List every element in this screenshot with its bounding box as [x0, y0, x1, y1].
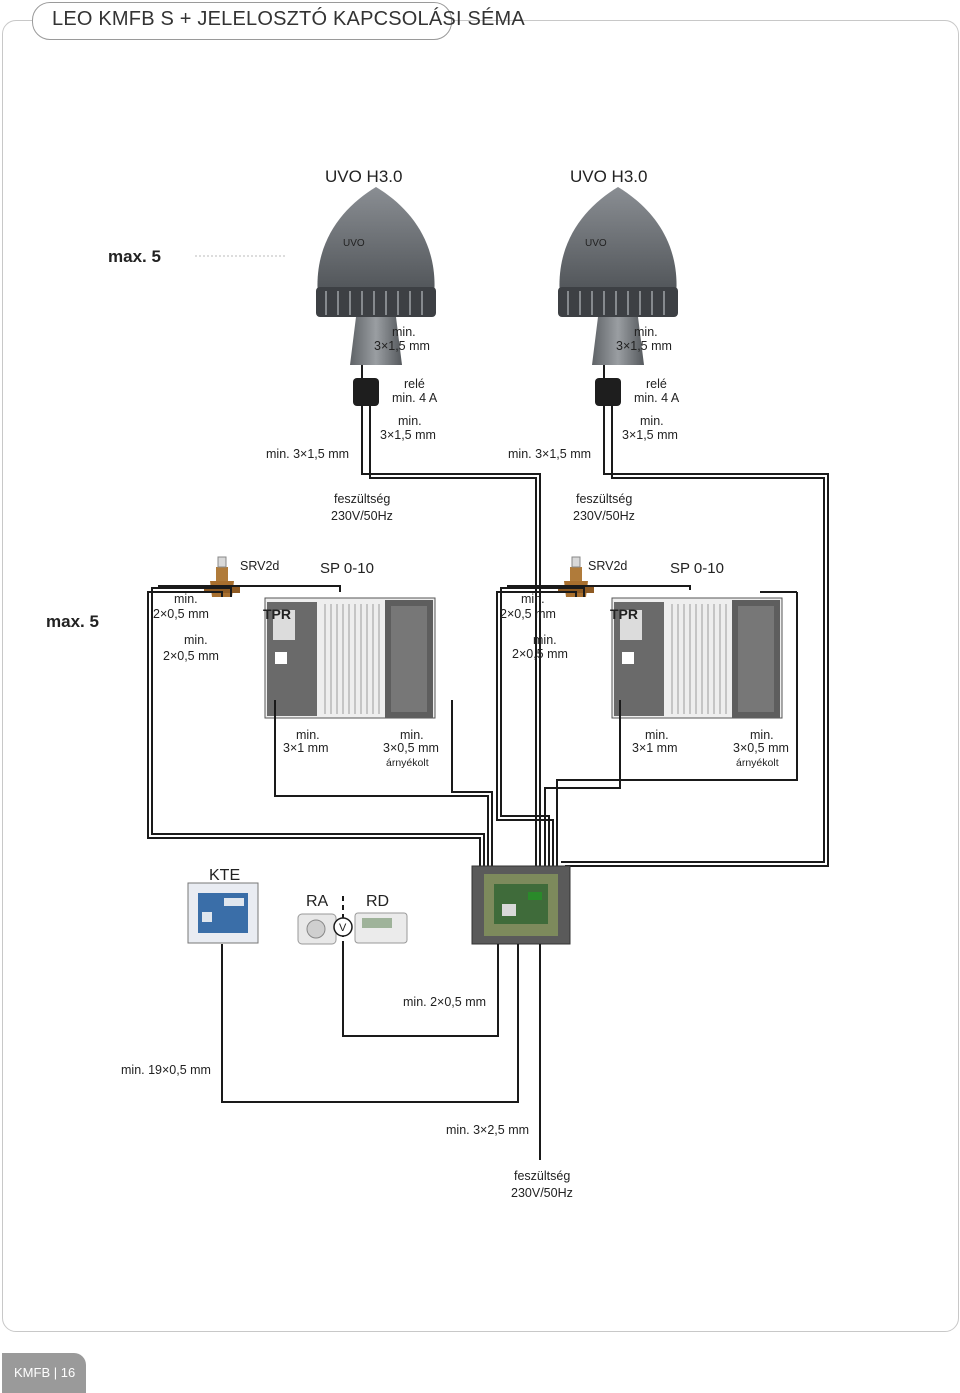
cable-valve2-size: 2×0,5 mm: [500, 607, 556, 621]
page-title: LEO KMFB S + JELELOSZTÓ KAPCSOLÁSI SÉMA: [52, 8, 525, 30]
cable-valve1-size: 2×0,5 mm: [153, 607, 209, 621]
relay-2-label: relé: [646, 377, 667, 391]
voltage-2-label: feszültség: [576, 492, 632, 506]
fan-2-label: UVO H3.0: [570, 167, 647, 186]
kte-label: KTE: [209, 867, 240, 884]
cable-valve2-min: min.: [521, 592, 545, 606]
cable-relay1-min: min.: [398, 414, 422, 428]
cable-supply2: min. 3×1,5 mm: [508, 447, 591, 461]
max-fans-label: max. 5: [108, 247, 161, 266]
fan-1-label: UVO H3.0: [325, 167, 402, 186]
heater-wires: [147, 585, 798, 866]
cable-mains: min. 3×2,5 mm: [446, 1123, 529, 1137]
cable-fan1-size: 3×1,5 mm: [374, 339, 430, 353]
upper-wires: [361, 365, 829, 867]
cable-heater2-signal-min: min.: [750, 728, 774, 742]
valve-1-label: SRV2d: [240, 559, 279, 573]
valve-2-label: SRV2d: [588, 559, 627, 573]
relay-1-device: [353, 378, 379, 406]
relay-1-rating: min. 4 A: [392, 391, 438, 405]
cable-valve1-min: min.: [174, 592, 198, 606]
shielded-1-label: árnyékolt: [386, 757, 429, 769]
relay-2-device: [595, 378, 621, 406]
voltage-1-label: feszültség: [334, 492, 390, 506]
ra-label: RA: [306, 893, 329, 910]
ra-thermostat-image: [297, 913, 337, 945]
cable-thermostat: min. 2×0,5 mm: [403, 995, 486, 1009]
selector-v-circle: [333, 917, 353, 937]
cable-heater1-signal-min: min.: [400, 728, 424, 742]
heater-2-label: SP 0-10: [670, 560, 724, 577]
cable-tpr2-min: min.: [533, 633, 557, 647]
fan-1-logo: UVO: [343, 238, 365, 249]
lower-wires: [221, 944, 541, 1160]
footer-page-label: KMFB | 16: [14, 1365, 76, 1380]
relay-2-rating: min. 4 A: [634, 391, 680, 405]
cable-tpr1-size: 2×0,5 mm: [163, 649, 219, 663]
voltage-main-label: feszültség: [514, 1169, 570, 1183]
cable-heater2-signal-size: 3×0,5 mm: [733, 741, 789, 755]
shielded-2-label: árnyékolt: [736, 757, 779, 769]
rd-label: RD: [366, 893, 389, 910]
heater-1-label: SP 0-10: [320, 560, 374, 577]
cable-fan2-min: min.: [634, 325, 658, 339]
selector-v-label: V: [339, 922, 347, 934]
cable-relay1-size: 3×1,5 mm: [380, 428, 436, 442]
cable-supply1: min. 3×1,5 mm: [266, 447, 349, 461]
cable-relay2-size: 3×1,5 mm: [622, 428, 678, 442]
tpr-1-label: TPR: [263, 606, 291, 622]
voltage-1-value: 230V/50Hz: [331, 509, 393, 523]
fan-2-logo: UVO: [585, 238, 607, 249]
distributor-box-image: [471, 865, 571, 945]
cable-tpr1-min: min.: [184, 633, 208, 647]
max-heaters-label: max. 5: [46, 612, 99, 631]
cable-heater1-signal-size: 3×0,5 mm: [383, 741, 439, 755]
cable-fan1-min: min.: [392, 325, 416, 339]
voltage-2-value: 230V/50Hz: [573, 509, 635, 523]
relay-1-label: relé: [404, 377, 425, 391]
cable-fan2-size: 3×1,5 mm: [616, 339, 672, 353]
tpr-2-label: TPR: [610, 606, 638, 622]
title-box: [32, 2, 452, 40]
rd-thermostat-image: [354, 912, 408, 944]
voltage-main-value: 230V/50Hz: [511, 1186, 573, 1200]
page-frame: [2, 20, 959, 1332]
cable-heater2-power-min: min.: [645, 728, 669, 742]
cable-tpr2-size: 2×0,5 mm: [512, 647, 568, 661]
footer-tab: [2, 1353, 86, 1393]
cable-heater2-power-size: 3×1 mm: [632, 741, 678, 755]
kte-controller-image: [187, 882, 259, 944]
cable-heater1-power-min: min.: [296, 728, 320, 742]
cable-heater1-power-size: 3×1 mm: [283, 741, 329, 755]
cable-relay2-min: min.: [640, 414, 664, 428]
cable-kte: min. 19×0,5 mm: [121, 1063, 211, 1077]
